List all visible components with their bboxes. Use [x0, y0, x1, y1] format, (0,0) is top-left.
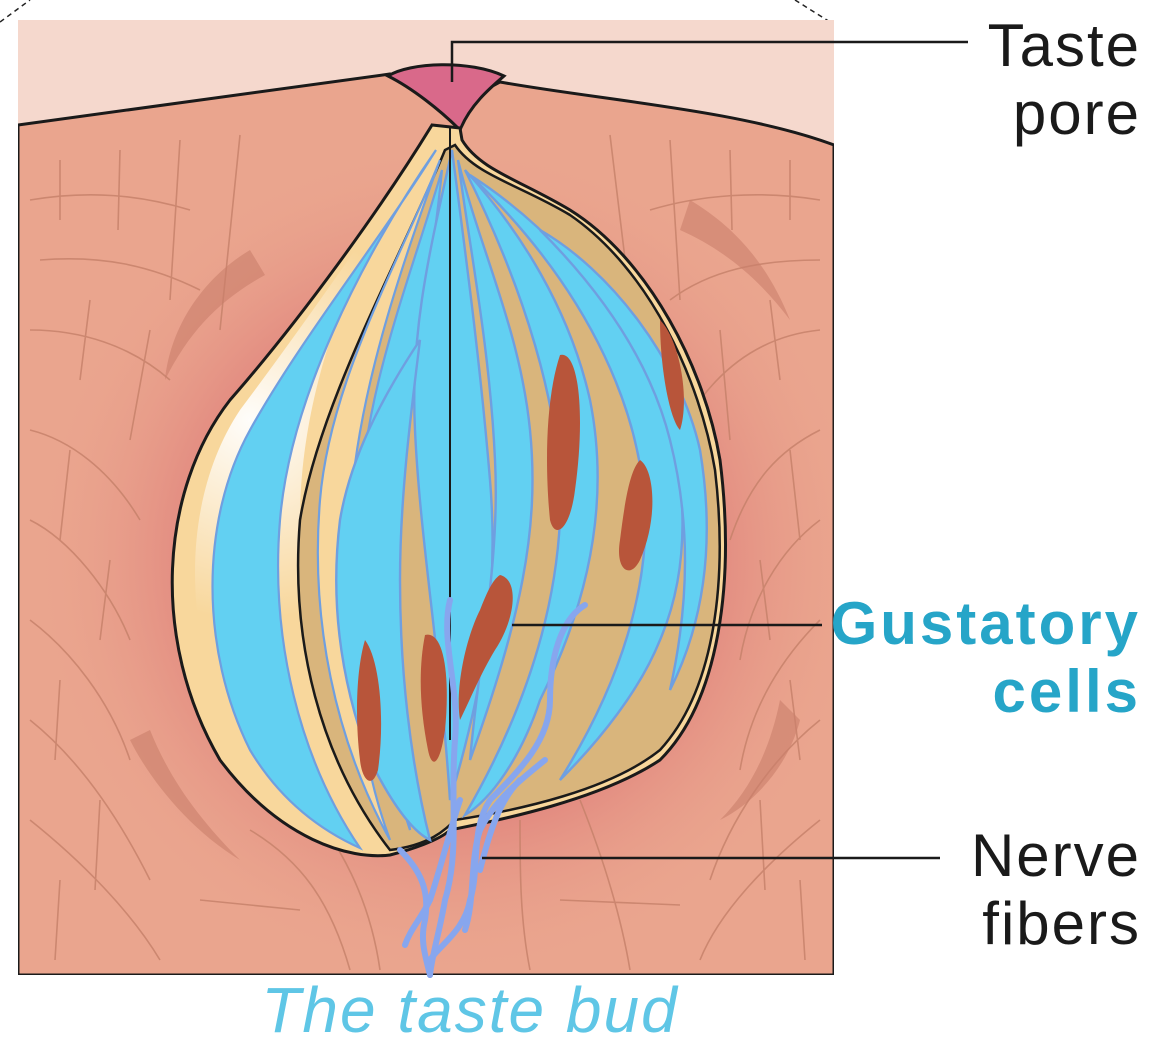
diagram-caption: The taste bud: [0, 975, 940, 1045]
nerve-fibers-label: Nerve fibers: [971, 822, 1141, 958]
taste-pore-label-line-2: pore: [988, 80, 1141, 148]
taste-pore-label: Taste pore: [988, 12, 1141, 148]
gustatory-cells-label-line-1: Gustatory: [831, 590, 1141, 658]
taste-pore-label-line-1: Taste: [988, 12, 1141, 80]
gustatory-cells-label-line-2: cells: [831, 658, 1141, 726]
nerve-fibers-label-line-1: Nerve: [971, 822, 1141, 890]
corner-guides: [0, 0, 830, 22]
gustatory-cells-label: Gustatory cells: [831, 590, 1141, 726]
nerve-fibers-label-line-2: fibers: [971, 890, 1141, 958]
